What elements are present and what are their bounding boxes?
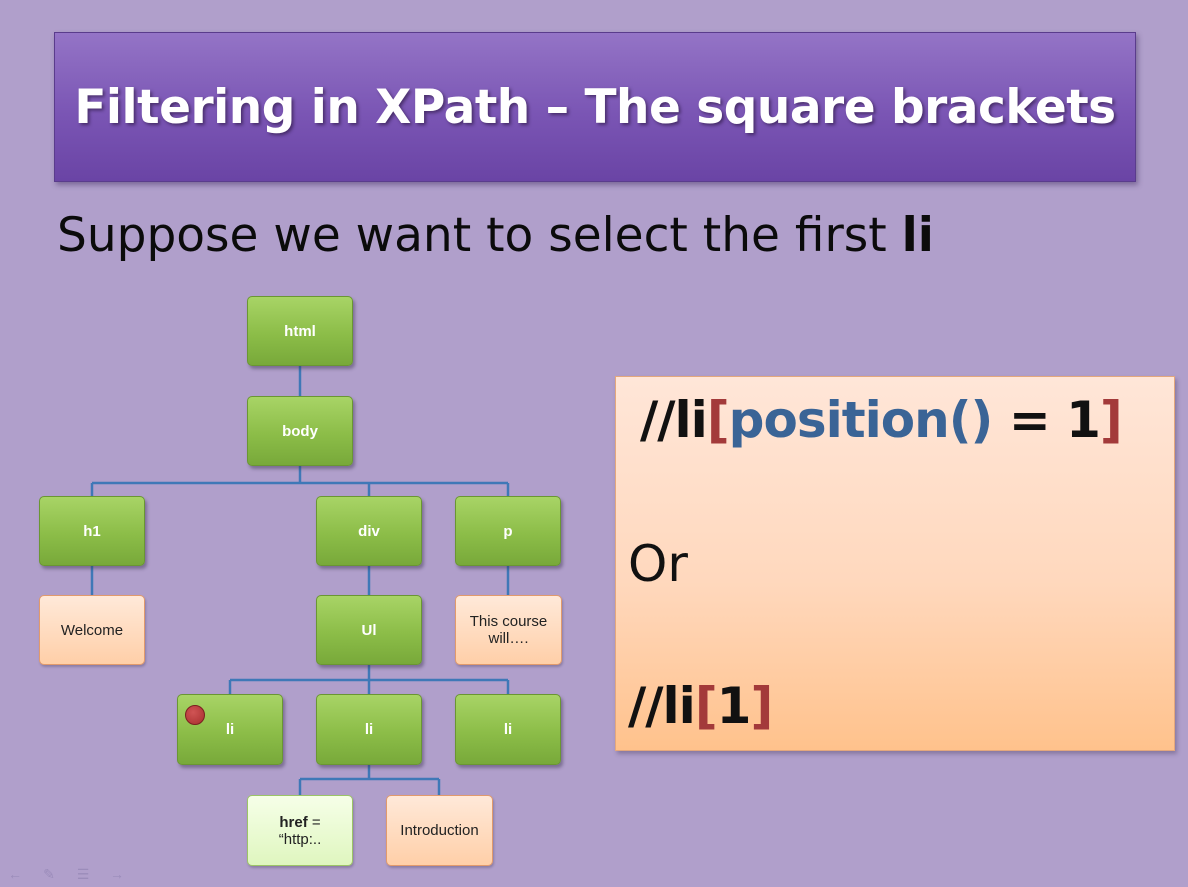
- code1-close-bracket: ]: [1099, 391, 1123, 449]
- code2-open-bracket: [: [694, 677, 718, 735]
- href-line1: href =: [279, 814, 320, 831]
- back-arrow-icon[interactable]: ←: [8, 866, 22, 882]
- forward-arrow-icon[interactable]: →: [110, 866, 124, 882]
- or-label: Or: [628, 535, 688, 593]
- node-li-third: li: [455, 694, 561, 765]
- node-html: html: [247, 296, 353, 366]
- node-p: p: [455, 496, 561, 566]
- node-li-second: li: [316, 694, 422, 765]
- node-introduction: Introduction: [386, 795, 493, 866]
- code2-close-bracket: ]: [750, 677, 773, 735]
- code1-open-bracket: [: [706, 391, 730, 449]
- node-ul: Ul: [316, 595, 422, 665]
- title-bar: Filtering in XPath – The square brackets: [54, 32, 1136, 182]
- subtitle-text: Suppose we want to select the first: [57, 208, 902, 263]
- code1-function: position(): [728, 391, 994, 449]
- node-href: href = “http:..: [247, 795, 353, 866]
- pen-icon[interactable]: ✎: [43, 866, 55, 882]
- node-body: body: [247, 396, 353, 466]
- href-attr: href: [279, 813, 308, 831]
- node-h1: h1: [39, 496, 145, 566]
- href-value: “http:..: [278, 830, 322, 848]
- slideshow-toolbar: ← ✎ ☰ →: [4, 866, 128, 883]
- subtitle-bold: li: [901, 208, 934, 263]
- xpath-expression-index: //li[1]: [628, 677, 773, 735]
- xpath-code-box: //li[position() = 1] Or //li[1]: [615, 376, 1175, 751]
- p-text-line1: This course: [469, 613, 548, 630]
- code1-number: 1: [1066, 391, 1101, 449]
- slide-title: Filtering in XPath – The square brackets: [74, 79, 1116, 135]
- node-welcome: Welcome: [39, 595, 145, 665]
- code1-equals: =: [992, 391, 1067, 449]
- slide-subtitle: Suppose we want to select the first li: [57, 208, 934, 263]
- p-text-line2: will….: [488, 630, 529, 647]
- code2-number: 1: [716, 677, 752, 735]
- href-eq: =: [307, 813, 321, 831]
- code1-prefix: //li: [640, 391, 708, 449]
- selection-marker-icon: [185, 705, 205, 725]
- menu-icon[interactable]: ☰: [76, 866, 90, 882]
- xpath-expression-position: //li[position() = 1]: [640, 391, 1123, 449]
- node-p-text: This course will….: [455, 595, 562, 665]
- code2-prefix: //li: [628, 677, 696, 735]
- node-div: div: [316, 496, 422, 566]
